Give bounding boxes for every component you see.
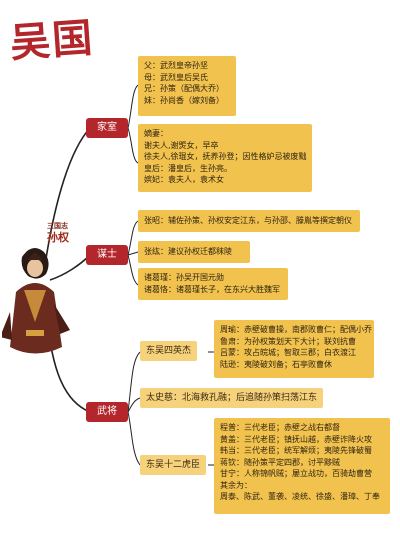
generals-node: 武将: [86, 402, 128, 422]
page-title: 吴国: [8, 14, 96, 67]
advisor-zhanghong-box: 张纮：建议孙权迁都秣陵: [138, 241, 250, 263]
family-wives-box: 嫡妻： 谢夫人,谢煚女，早卒 徐夫人,徐琨女，抚养孙登；因性格妒忌被废黜 皇后：…: [138, 124, 312, 192]
four-heroes-label: 东吴四英杰: [140, 341, 198, 361]
sun-quan-figure: [2, 248, 70, 354]
twelve-tigers-box: 程普：三代老臣；赤壁之战右都督 黄盖：三代老臣；镇抚山越，赤壁诈降火攻 韩当：三…: [214, 418, 390, 514]
taishici-label: 太史慈：北海救孔融；后追随孙策扫荡江东: [140, 388, 324, 408]
character-name-seal: 三国志 孙权: [47, 221, 69, 244]
twelve-tigers-label: 东吴十二虎臣: [140, 455, 207, 475]
advisor-zhuge-box: 诸葛瑾：孙吴开国元勋 诸葛恪：诸葛瑾长子，在东兴大胜魏军: [138, 268, 288, 300]
four-heroes-box: 周瑜：赤壁破曹操，南郡败曹仁；配偶小乔 鲁肃：为孙权策划天下大计；联刘抗曹 吕蒙…: [214, 320, 374, 378]
family-node: 家室: [86, 118, 128, 138]
family-parents-box: 父：武烈皇帝孙坚 母：武烈皇后吴氏 兄：孙策（配偶大乔） 妹：孙尚香（嫁刘备）: [138, 56, 236, 116]
advisors-node: 谋士: [86, 245, 128, 265]
advisor-zhangzhao-box: 张昭：辅佐孙策、孙权安定江东，与孙邵、滕胤等撰定朝仪: [138, 210, 360, 232]
